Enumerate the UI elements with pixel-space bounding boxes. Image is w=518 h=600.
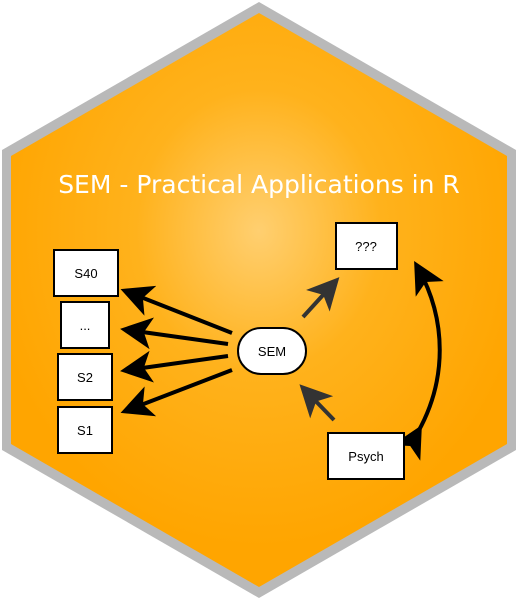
box-ellipsis: ... [60, 301, 110, 349]
arrow-sem-to-s2 [120, 350, 229, 383]
box-unknown-label: ??? [355, 239, 377, 254]
box-unknown: ??? [335, 222, 398, 270]
arrow-sem-to-unknown [301, 277, 340, 319]
arrow-sem-to-ellipsis [120, 317, 229, 350]
box-s40: S40 [53, 249, 119, 297]
box-psych-label: Psych [348, 449, 383, 464]
left-arrows [120, 285, 233, 417]
right-arrows [299, 277, 340, 422]
box-s1-label: S1 [77, 423, 93, 438]
sticker-title: SEM - Practical Applications in R [58, 170, 460, 199]
arrow-psych-to-sem [299, 384, 336, 422]
covariance-arrow [392, 261, 444, 461]
box-s2-label: S2 [77, 370, 93, 385]
box-psych: Psych [327, 432, 405, 480]
arrow-sem-to-s40 [120, 285, 233, 335]
sem-node-label: SEM [258, 344, 286, 359]
box-s2: S2 [57, 353, 113, 401]
arrow-sem-to-s1 [120, 368, 233, 417]
box-s1: S1 [57, 406, 113, 454]
box-s40-label: S40 [74, 266, 97, 281]
box-ellipsis-label: ... [80, 318, 91, 333]
sem-node: SEM [237, 327, 307, 375]
